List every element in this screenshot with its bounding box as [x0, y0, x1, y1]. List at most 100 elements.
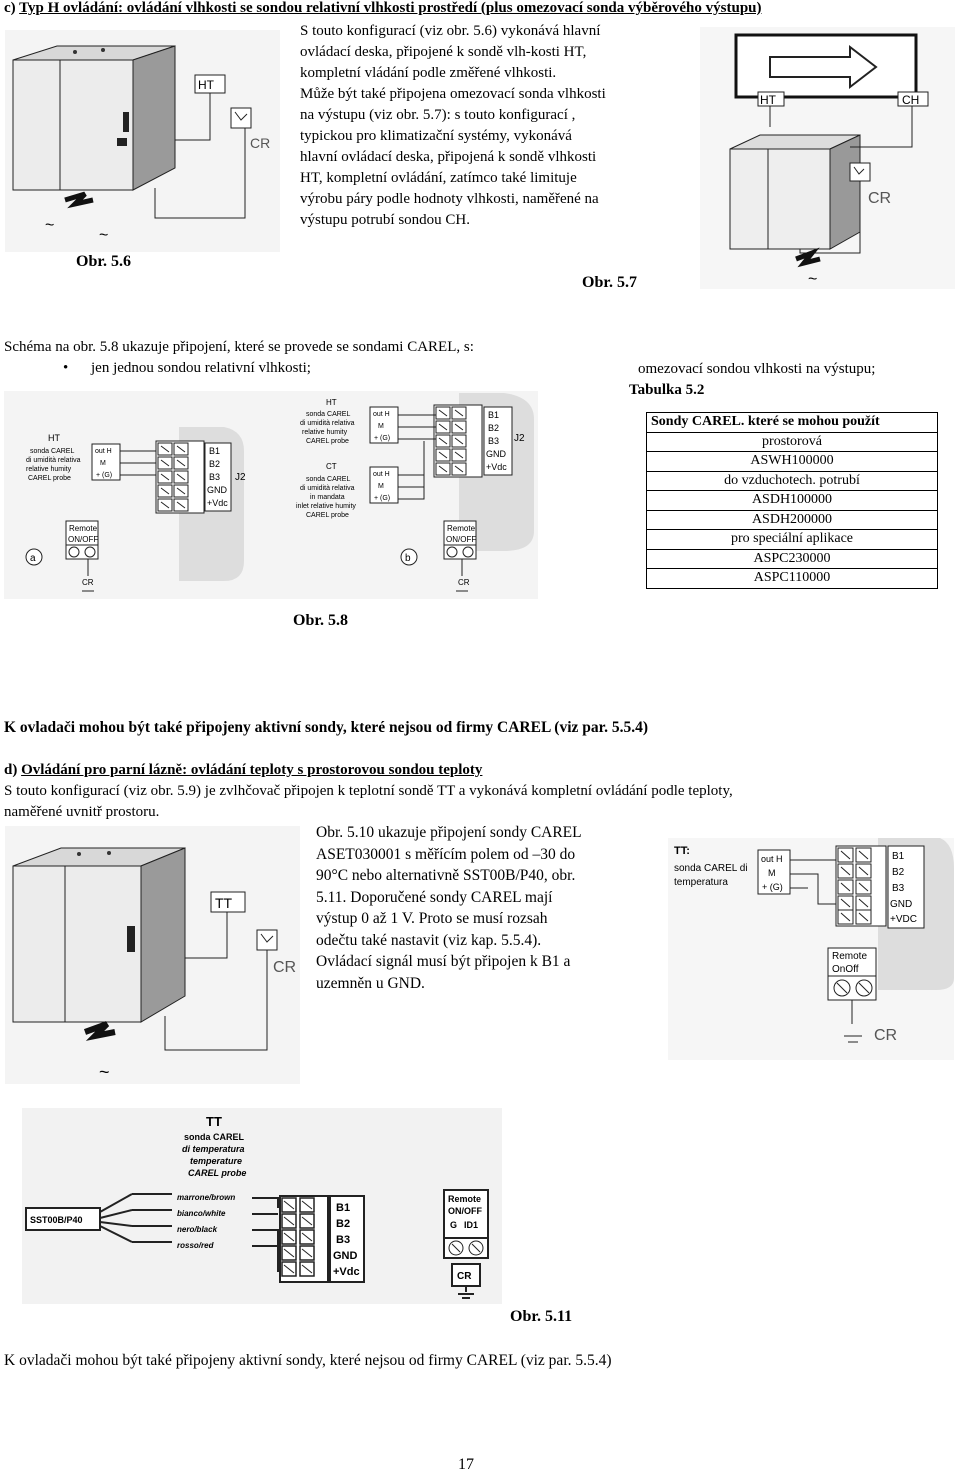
fig510-b1: B1	[892, 851, 905, 862]
a-cr: CR	[82, 578, 94, 587]
schema-intro: Schéma na obr. 5.8 ukazuje připojení, kt…	[4, 339, 474, 355]
fig511-wire: bianco/white	[177, 1209, 226, 1218]
fig510-remote: Remote	[832, 951, 867, 962]
fig59-tt-label: TT	[215, 895, 233, 911]
b2-out-g: + (G)	[374, 495, 390, 502]
fig511-b1: B1	[336, 1202, 350, 1214]
table-row: ASDH200000	[646, 509, 938, 530]
b-onoff: ON/OFF	[446, 535, 476, 544]
fig510-b3: B3	[892, 883, 905, 894]
section-c-text: S touto konfigurací (viz obr. 5.6) vykon…	[300, 21, 606, 231]
b2-out-m: M	[378, 483, 384, 490]
active-probes-note: K ovladači mohou být také připojeny akti…	[4, 719, 649, 736]
schema-bullets: jen jednou sondou relativní vlhkosti;	[63, 358, 311, 379]
fig56-ht-label: HT	[198, 78, 215, 92]
page-number: 17	[458, 1456, 474, 1473]
fig511-probe: CAREL probe	[188, 1168, 246, 1178]
b-ct-text: di umidità relativa	[300, 485, 355, 492]
b-term-b2: B2	[488, 423, 499, 433]
b-out-h: out H	[373, 411, 390, 418]
text-line: Ovládací signál musí být připojen k B1 a	[316, 953, 571, 970]
b-ct-text: sonda CAREL	[306, 476, 350, 483]
figure-caption-5-7: Obr. 5.7	[582, 274, 637, 291]
a-onoff: ON/OFF	[68, 535, 98, 544]
b-term-b3: B3	[488, 436, 499, 446]
a-term-b2: B2	[209, 459, 220, 469]
fig511-id1: ID1	[464, 1220, 478, 1230]
text-line: HT, kompletní ovládání, zatímco také lim…	[300, 170, 577, 186]
fig510-onoff: OnOff	[832, 964, 859, 975]
heading-prefix: c)	[4, 0, 20, 16]
fig511-probe: temperature	[190, 1156, 242, 1166]
b-ct-text: CAREL probe	[306, 512, 349, 519]
fig511-tt: TT	[206, 1114, 222, 1129]
text-line: Obr. 5.10 ukazuje připojení sondy CAREL	[316, 824, 582, 841]
b-out-g: + (G)	[374, 435, 390, 442]
fig511-onoff: ON/OFF	[448, 1206, 482, 1216]
b-ht-text: sonda CAREL	[306, 411, 350, 418]
text-line: na výstupu (viz obr. 5.7): s touto konfi…	[300, 107, 576, 123]
fig511-vdc: +Vdc	[333, 1266, 360, 1278]
fig510-b2: B2	[892, 867, 905, 878]
fig510-cr: CR	[874, 1027, 897, 1044]
fig511-b2: B2	[336, 1218, 350, 1230]
fig511-b3: B3	[336, 1234, 350, 1246]
a-term-vdc: +Vdc	[207, 498, 228, 508]
fig510-tt: TT:	[674, 845, 690, 857]
a-out-h: out H	[95, 448, 112, 455]
humidifier-figure-5-6: HT CR ~ ~	[5, 30, 280, 252]
carel-probes-table: Sondy CAREL. které se mohou použít prost…	[646, 412, 938, 589]
fig510-vdc: +VDC	[890, 914, 917, 925]
text-line: kompletní vládání podle změřené vlhkosti…	[300, 65, 557, 81]
fig510-out-g: + (G)	[762, 882, 783, 892]
bullet-limiting-probe: omezovací sondou vlhkosti na výstupu;	[638, 361, 876, 377]
section-d-heading: d) Ovládání pro parní lázně: ovládání te…	[4, 760, 482, 781]
a-probe-text: sonda CAREL	[30, 448, 74, 455]
fig57-ht-label: HT	[760, 93, 777, 107]
text-line: výrobu páry podle hodnoty vlhkosti, namě…	[300, 191, 599, 207]
text-line: 5.11. Doporučené sondy CAREL mají	[316, 888, 553, 906]
humidifier-figure-5-9: TT CR ~	[5, 826, 300, 1084]
fig511-cr: CR	[457, 1271, 472, 1282]
a-letter: a	[30, 553, 36, 564]
svg-text:~: ~	[99, 227, 108, 244]
table-title: Tabulka 5.2	[629, 382, 705, 398]
text-line: S touto konfigurací (viz obr. 5.6) vykon…	[300, 23, 601, 39]
a-probe-text: relative humity	[26, 466, 72, 473]
humidifier-duct-figure-5-7: HT CH CR ~	[700, 27, 955, 289]
a-out-m: M	[100, 460, 106, 467]
text-line: odečtu také nastavit (viz kap. 5.5.4).	[316, 931, 542, 949]
section-d-side-text: Obr. 5.10 ukazuje připojení sondy CAREL …	[316, 822, 646, 994]
figure-caption-5-8: Obr. 5.8	[293, 612, 348, 629]
section-c-heading: c) Typ H ovládání: ovládání vlhkosti se …	[4, 0, 762, 19]
text-line: ASET030001 s měřícím polem od –30 do	[316, 845, 576, 863]
section-d-line2: naměřené uvnitř prostoru.	[4, 804, 160, 820]
heading-underlined: Ovládání pro parní lázně: ovládání teplo…	[21, 762, 483, 778]
text-line: 90°C nebo alternativně SST00B/P40, obr.	[316, 867, 576, 884]
figure-caption-5-11: Obr. 5.11	[510, 1308, 573, 1325]
b-term-vdc: +Vdc	[486, 462, 507, 472]
text-line: typickou pro klimatizační systémy, vykon…	[300, 128, 572, 144]
fig57-cr-label: CR	[868, 190, 891, 207]
steam-symbol: ~	[45, 217, 54, 234]
heading-underlined: Typ H ovládání: ovládání vlhkosti se son…	[19, 0, 762, 16]
b-ct-text: in mandata	[310, 494, 345, 501]
fig56-cr-label: CR	[250, 135, 270, 151]
b-ct-label: CT	[326, 462, 337, 471]
b-ht-text: relative humity	[302, 429, 348, 436]
heading-prefix: d)	[4, 762, 22, 778]
a-j2: J2	[235, 472, 246, 483]
a-out-g: + (G)	[96, 472, 112, 479]
b-ht-text: CAREL probe	[306, 438, 349, 445]
a-remote: Remote	[69, 524, 98, 533]
fig511-gnd: GND	[333, 1250, 358, 1262]
a-term-b1: B1	[209, 446, 220, 456]
fig510-probe: sonda CAREL di	[674, 863, 748, 874]
a-probe-text: di umidità relativa	[26, 457, 81, 464]
table-row: ASWH100000	[646, 451, 938, 472]
b-out-m: M	[378, 423, 384, 430]
fig511-wire: rosso/red	[177, 1241, 215, 1250]
table-row: do vzduchotech. potrubí	[646, 470, 938, 491]
fig511-probe: sonda CAREL	[184, 1132, 245, 1142]
fig59-cr-label: CR	[273, 959, 296, 976]
